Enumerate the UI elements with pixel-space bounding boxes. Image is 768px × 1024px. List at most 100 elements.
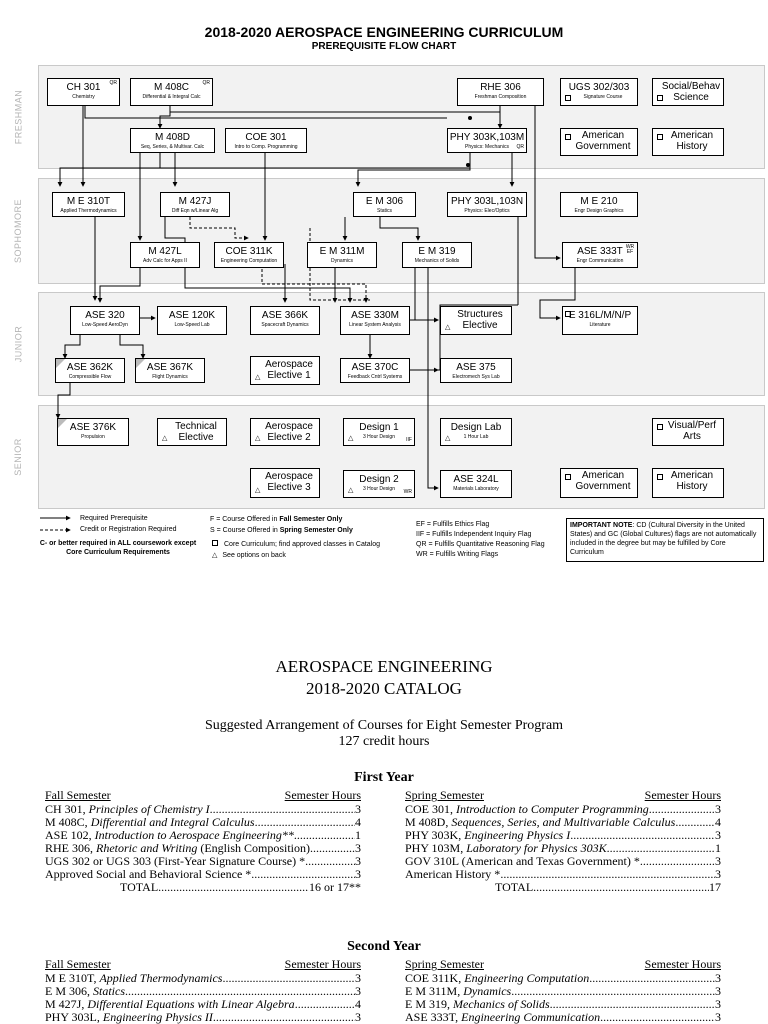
course-row: CH 301, Principles of Chemistry I3	[45, 803, 361, 816]
legend-iif: IIF = Fulfills Independent Inquiry Flag	[416, 531, 532, 538]
course-row: E M 306, Statics3	[45, 985, 361, 998]
legend-ef: EF = Fulfills Ethics Flag	[416, 521, 490, 528]
arrow-m408c-m408d	[157, 106, 171, 129]
course-aerospace-elective-3: Aerospace Elective 3△	[250, 468, 320, 498]
course-american-government-1: American Government	[560, 128, 638, 156]
course-american-government-2: American Government	[560, 468, 638, 498]
legend-arrow-icons	[40, 515, 71, 533]
important-note: IMPORTANT NOTE: CD (Cultural Diversity i…	[566, 518, 764, 562]
arrow-coe311k-ase330m	[261, 264, 369, 303]
legend-core: Core Curriculum; find approved classes i…	[212, 540, 380, 550]
arrow-ase320-ase367k	[119, 335, 146, 359]
course-row: M 408C, Differential and Integral Calcul…	[45, 816, 361, 829]
course-row: ASE 102, Introduction to Aerospace Engin…	[45, 829, 361, 842]
legend-qr: QR = Fulfills Quantitative Reasoning Fla…	[416, 541, 545, 548]
legend-spring: S = Course Offered in Spring Semester On…	[210, 527, 353, 534]
legend-cminus: C- or better required in ALL coursework …	[39, 540, 197, 556]
arrow-rhe306-ase333t	[534, 100, 561, 261]
arrow-m408d-me310t	[57, 153, 161, 187]
course-row: RHE 306, Rhetoric and Writing (English C…	[45, 842, 361, 855]
arrow-ase362k-ase376k	[55, 383, 71, 419]
second-year-heading: Second Year	[347, 939, 421, 954]
catalog-subtitle: Suggested Arrangement of Courses for Eig…	[204, 718, 564, 749]
course-row: PHY 303K, Engineering Physics I3	[405, 829, 721, 842]
course-row: M 408D, Sequences, Series, and Multivari…	[405, 816, 721, 829]
legend-required: Required Prerequisite	[80, 515, 148, 522]
arrow-m427j-coe311k	[189, 217, 249, 241]
arrow-ase320-ase362k	[62, 335, 81, 359]
arrow-ch301	[84, 106, 447, 119]
arrow-em306-em319	[379, 217, 421, 241]
course-row: UGS 302 or UGS 303 (First-Year Signature…	[45, 855, 361, 868]
course-row: Approved Social and Behavioral Science *…	[45, 868, 361, 881]
arrow-ase333t-e316l	[539, 268, 576, 321]
flowchart-title: 2018-2020 AEROSPACE ENGINEERING CURRICUL…	[204, 24, 564, 40]
arrow-em319-ase324l	[427, 264, 439, 491]
course-aerospace-elective-2: Aerospace Elective 2△	[250, 418, 320, 446]
course-american-history-1: American History	[652, 128, 724, 156]
arrow-m408c-phy303k	[169, 106, 503, 129]
course-row: PHY 303L, Engineering Physics II3	[45, 1011, 361, 1024]
prerequisite-arrows	[55, 100, 576, 491]
first-year-heading: First Year	[354, 770, 414, 785]
course-visual-perf-arts: Visual/Perf Arts	[652, 418, 724, 446]
legend-credit: Credit or Registration Required	[80, 526, 177, 533]
course-row: American History *3	[405, 868, 721, 881]
triangle-icon: △	[212, 552, 218, 559]
arrow-phy303l-ase375	[438, 304, 518, 371]
course-row: GOV 310L (American and Texas Government)…	[405, 855, 721, 868]
course-structures-elective: Structures Elective△	[440, 306, 512, 335]
course-row: E M 319, Mechanics of Solids3	[405, 998, 721, 1011]
course-american-history-2: American History	[652, 468, 724, 498]
course-row: PHY 103M, Laboratory for Physics 303K1	[405, 842, 721, 855]
course-technical-elective: Technical Elective△	[157, 418, 227, 446]
course-row: M 427J, Differential Equations with Line…	[45, 998, 361, 1011]
arrow-phy303k-em306	[355, 153, 471, 187]
course-social-behav: Social/Behav Science	[652, 78, 724, 106]
legend-fall: F = Course Offered in Fall Semester Only	[210, 516, 343, 523]
course-aerospace-elective-1: Aerospace Elective 1△	[250, 356, 320, 385]
catalog-title: AEROSPACE ENGINEERING 2018-2020 CATALOG	[275, 657, 493, 698]
square-icon	[212, 540, 218, 546]
course-row: ASE 333T, Engineering Communication3	[405, 1011, 721, 1024]
arrow-em319-structel	[414, 264, 439, 323]
flowchart-subtitle: PREREQUISITE FLOW CHART	[311, 41, 457, 52]
course-row: COE 311K, Engineering Computation3	[405, 972, 721, 985]
arrow-m427l-ase320	[97, 264, 141, 303]
course-row: E M 311M, Dynamics3	[405, 985, 721, 998]
legend-wr: WR = Fulfills Writing Flags	[416, 551, 499, 558]
